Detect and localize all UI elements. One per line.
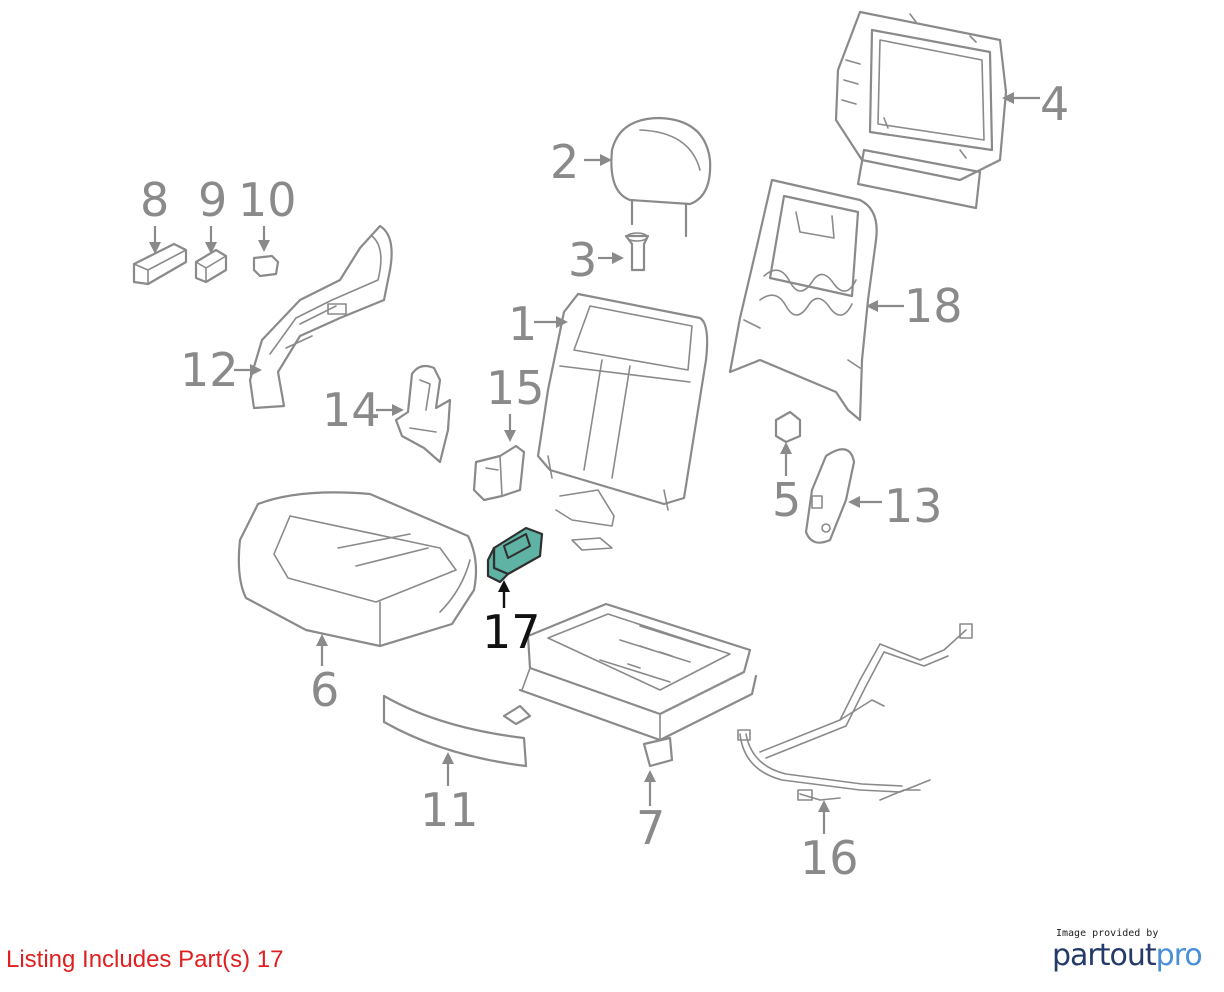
callout-7: 7 (636, 801, 665, 855)
part-12-side-trim (248, 224, 393, 410)
part-10-clip (252, 254, 280, 278)
part-13-trim-cover (804, 448, 856, 544)
callout-13: 13 (884, 479, 943, 533)
part-15-bracket (472, 444, 526, 502)
partoutpro-logo: Image provided by partoutpro (1052, 928, 1212, 974)
part-2-headrest (610, 116, 712, 238)
callout-9: 9 (198, 173, 227, 227)
part-18-back-frame (728, 178, 878, 422)
callout-3: 3 (568, 233, 597, 287)
callout-6: 6 (310, 663, 339, 717)
callout-11: 11 (420, 783, 479, 837)
part-17-highlighted-cover (486, 526, 544, 584)
callout-4: 4 (1040, 77, 1069, 131)
callout-8: 8 (140, 173, 169, 227)
callout-16: 16 (800, 831, 859, 885)
callout-5: 5 (772, 473, 801, 527)
callout-12: 12 (180, 343, 239, 397)
callout-17: 17 (482, 605, 541, 659)
seat-parts-diagram: 1 2 3 4 5 6 7 8 9 10 11 12 13 14 15 16 1… (132, 10, 1069, 885)
part-16-wiring-harness (737, 623, 973, 801)
part-9-knob (194, 248, 228, 284)
part-5-clip (774, 410, 802, 444)
brand-wordmark: partoutpro (1052, 938, 1203, 973)
part-6-cushion-cover (237, 491, 478, 648)
part-14-bracket (394, 364, 452, 464)
part-1-back-cover (536, 292, 709, 551)
leader-arrows (149, 92, 1040, 834)
callout-14: 14 (322, 383, 381, 437)
callout-labels: 1 2 3 4 5 6 7 8 9 10 11 12 13 14 15 16 1… (140, 77, 1069, 885)
part-3-headrest-guide (624, 232, 650, 272)
callout-2: 2 (550, 135, 579, 189)
part-8-switch (132, 242, 188, 286)
part-4-back-panel (834, 10, 1008, 210)
part-11-front-trim (382, 694, 528, 768)
listing-includes-text: Listing Includes Part(s) 17 (6, 946, 284, 973)
brand-caption: Image provided by (1056, 928, 1159, 939)
part-7-seat-frame (502, 602, 758, 768)
brand-wordmark-part2: pro (1155, 938, 1203, 973)
callout-10: 10 (238, 173, 297, 227)
callout-18: 18 (904, 279, 963, 333)
brand-wordmark-part1: partout (1052, 938, 1157, 973)
callout-1: 1 (508, 297, 537, 351)
callout-15: 15 (486, 361, 545, 415)
